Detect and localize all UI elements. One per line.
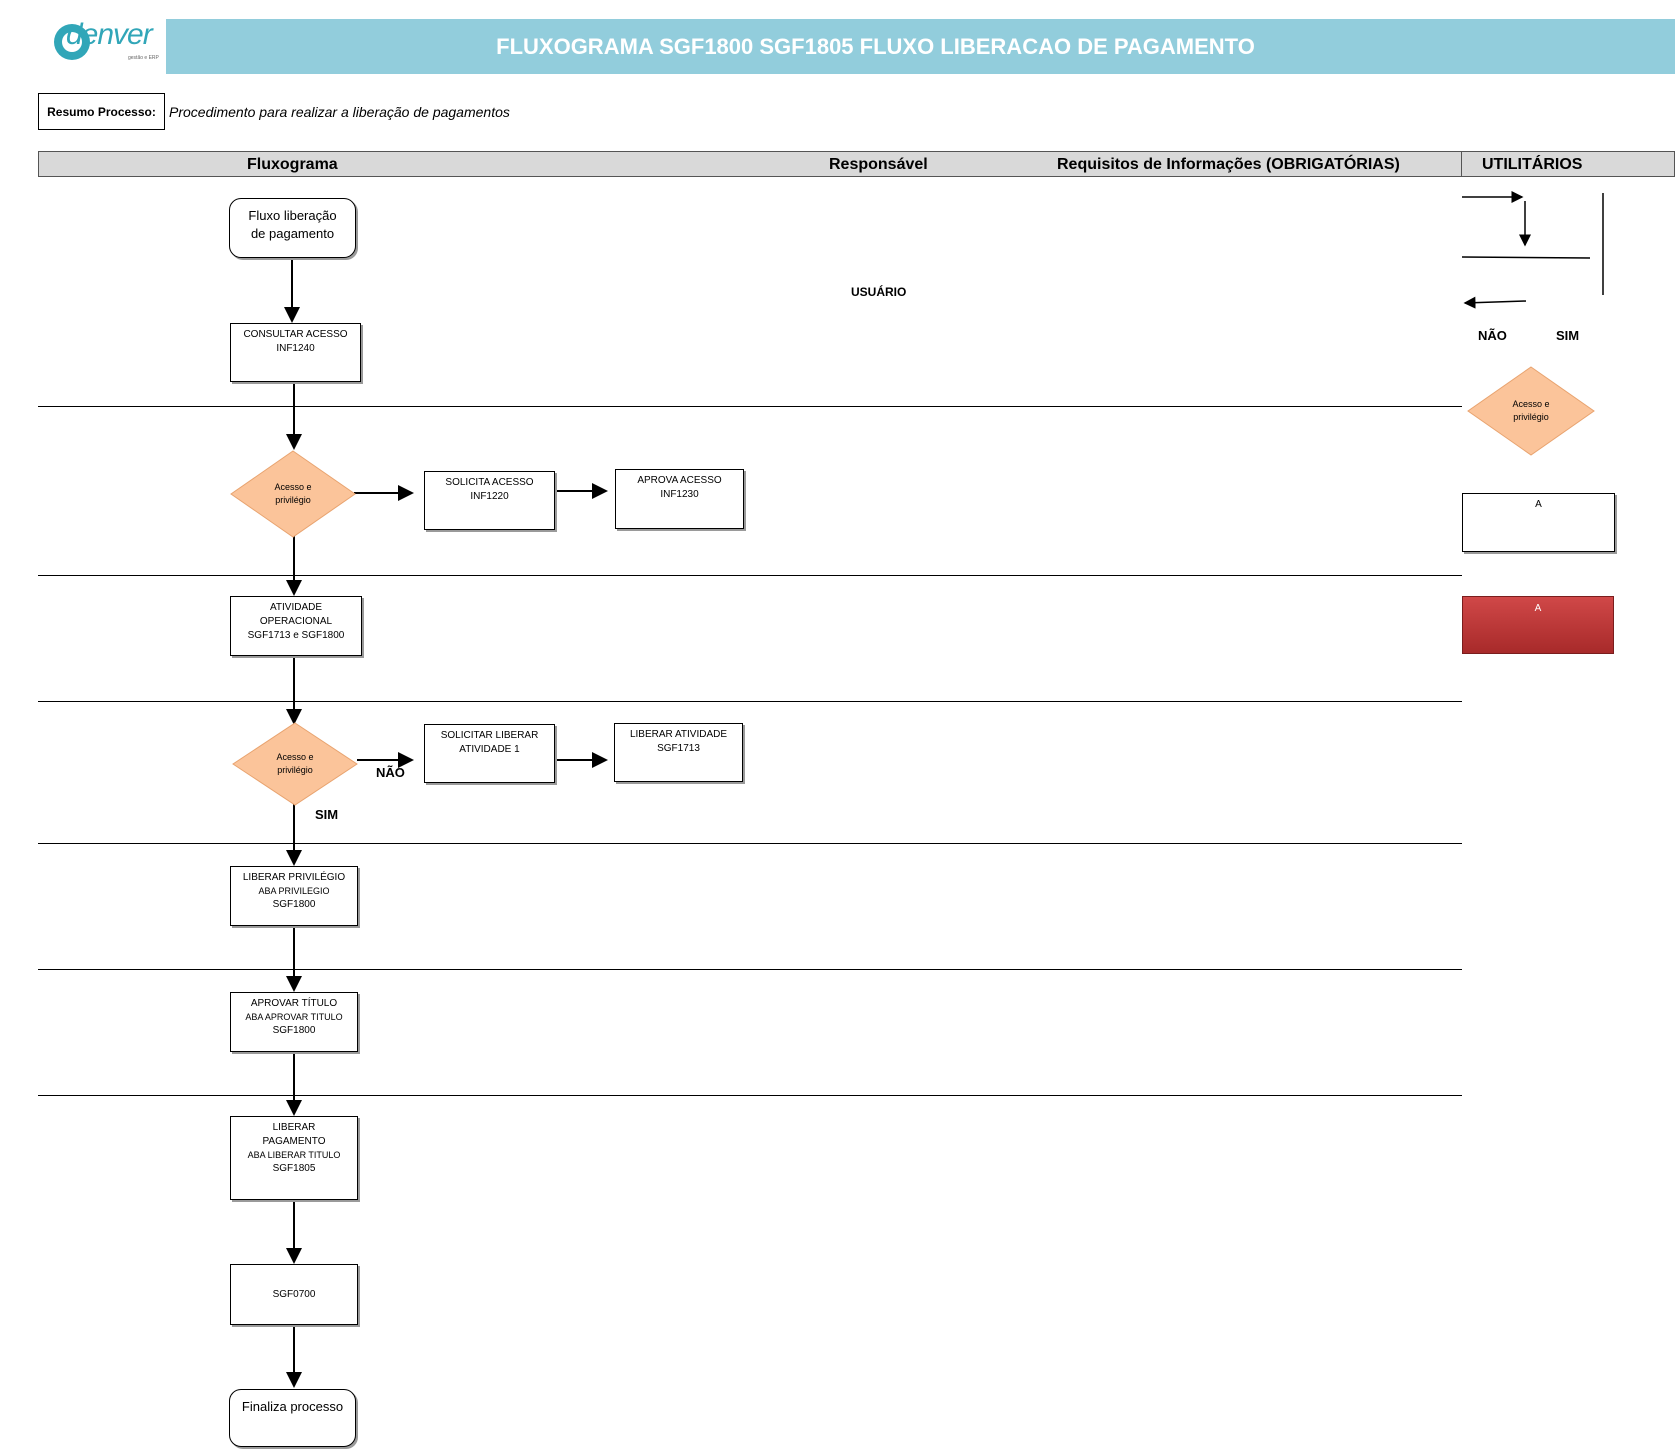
- lane-divider: [38, 701, 1462, 702]
- utilitarios-connector-samples: [1461, 191, 1604, 309]
- flow-consultar-acesso: CONSULTAR ACESSO INF1240: [230, 323, 361, 382]
- column-header-utilitarios: UTILITÁRIOS: [1482, 156, 1583, 173]
- flow-liberar-atividade: LIBERAR ATIVIDADE SGF1713: [614, 723, 743, 782]
- logo: [40, 18, 160, 68]
- flow-liberar-privilegio: LIBERAR PRIVILÉGIO ABA PRIVILEGIO SGF180…: [230, 866, 358, 926]
- lane-divider: [38, 969, 1462, 970]
- flow-end: Finaliza processo: [229, 1389, 356, 1447]
- utilitarios-red-box-sample: A: [1462, 596, 1614, 654]
- flow-aprovar-titulo: APROVAR TÍTULO ABA APROVAR TITULO SGF180…: [230, 992, 358, 1052]
- label-nao: NÃO: [376, 765, 405, 780]
- resumo-label: Resumo Processo:: [38, 93, 165, 130]
- lane-divider: [38, 843, 1462, 844]
- utilitarios-label-sim: SIM: [1556, 328, 1580, 343]
- lane-divider: [38, 406, 1462, 407]
- logo-circle-icon: [54, 24, 90, 60]
- flow-start: Fluxo liberação de pagamento: [229, 198, 356, 258]
- column-header-fluxograma: Fluxograma: [247, 156, 338, 173]
- flow-aprova-acesso: APROVA ACESSO INF1230: [615, 469, 744, 529]
- flow-solicita-acesso: SOLICITA ACESSO INF1220: [424, 471, 555, 530]
- flow-atividade-operacional: ATIVIDADE OPERACIONAL SGF1713 e SGF1800: [230, 596, 362, 656]
- utilitarios-process-box-sample: A: [1462, 493, 1615, 552]
- utilitarios-label-nao: NÃO: [1478, 328, 1507, 343]
- logo-subtitle: gestão e ERP: [128, 55, 159, 61]
- flow-sgf0700: SGF0700: [230, 1264, 358, 1325]
- label-sim: SIM: [315, 807, 339, 822]
- logo-text: denver: [66, 18, 153, 51]
- page-title: FLUXOGRAMA SGF1800 SGF1805 FLUXO LIBERAC…: [496, 33, 1255, 59]
- column-header-responsavel: Responsável: [829, 156, 928, 173]
- title-banner: FLUXOGRAMA SGF1800 SGF1805 FLUXO LIBERAC…: [166, 19, 1675, 74]
- flow-liberar-pagamento: LIBERAR PAGAMENTO ABA LIBERAR TITULO SGF…: [230, 1116, 358, 1200]
- column-header-requisitos: Requisitos de Informações (OBRIGATÓRIAS): [1057, 156, 1400, 173]
- flow-solicitar-liberar-atividade: SOLICITAR LIBERAR ATIVIDADE 1: [424, 724, 555, 783]
- lane-divider: [38, 575, 1462, 576]
- resumo-text: Procedimento para realizar a liberação d…: [169, 104, 510, 120]
- column-header-row: Fluxograma Responsável Requisitos de Inf…: [38, 151, 1675, 177]
- lane-divider: [38, 1095, 1462, 1096]
- responsavel-value: USUÁRIO: [851, 285, 907, 299]
